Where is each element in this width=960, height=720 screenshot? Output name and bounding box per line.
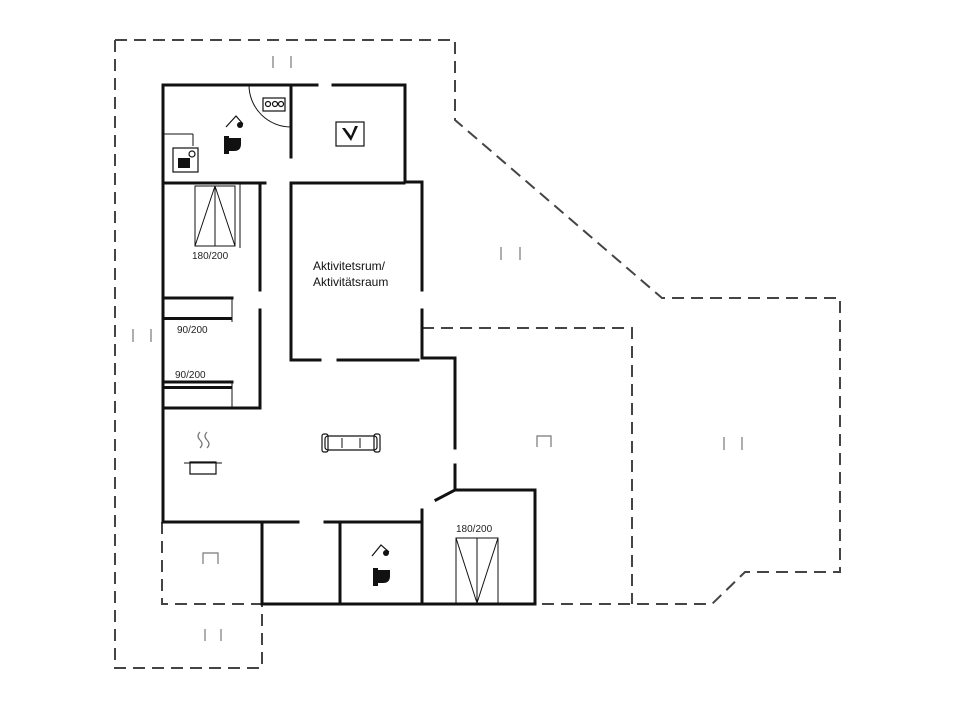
- single-bed-1-label: 90/200: [177, 325, 208, 336]
- activity-room-label-2: Aktivitätsraum: [313, 275, 388, 289]
- washing-machine-icon: [163, 133, 199, 173]
- double-bed-2-label: 180/200: [456, 524, 493, 535]
- activity-room-label-1: Aktivitetsrum/: [313, 259, 386, 273]
- cooking-pot-icon: [184, 431, 222, 475]
- interior-walls: [162, 83, 458, 606]
- single-bed-2: [164, 386, 232, 389]
- toilet-icon-2: [373, 568, 390, 586]
- double-bed-1-label: 180/200: [192, 251, 229, 262]
- single-bed-1: [164, 317, 232, 320]
- sofa-icon: [321, 433, 381, 453]
- double-bed-2: [455, 537, 499, 604]
- bathroom-door-swing: [248, 84, 292, 128]
- single-bed-2-label: 90/200: [175, 370, 206, 381]
- terrace-markers: [132, 56, 743, 641]
- dryer-icon: [262, 97, 286, 112]
- shower-icon: [225, 115, 244, 128]
- terrace-outline: [114, 39, 841, 669]
- double-bed-1: [194, 185, 236, 247]
- utility-icon: [335, 121, 365, 147]
- shower-icon-2: [371, 544, 390, 557]
- toilet-icon: [224, 136, 241, 154]
